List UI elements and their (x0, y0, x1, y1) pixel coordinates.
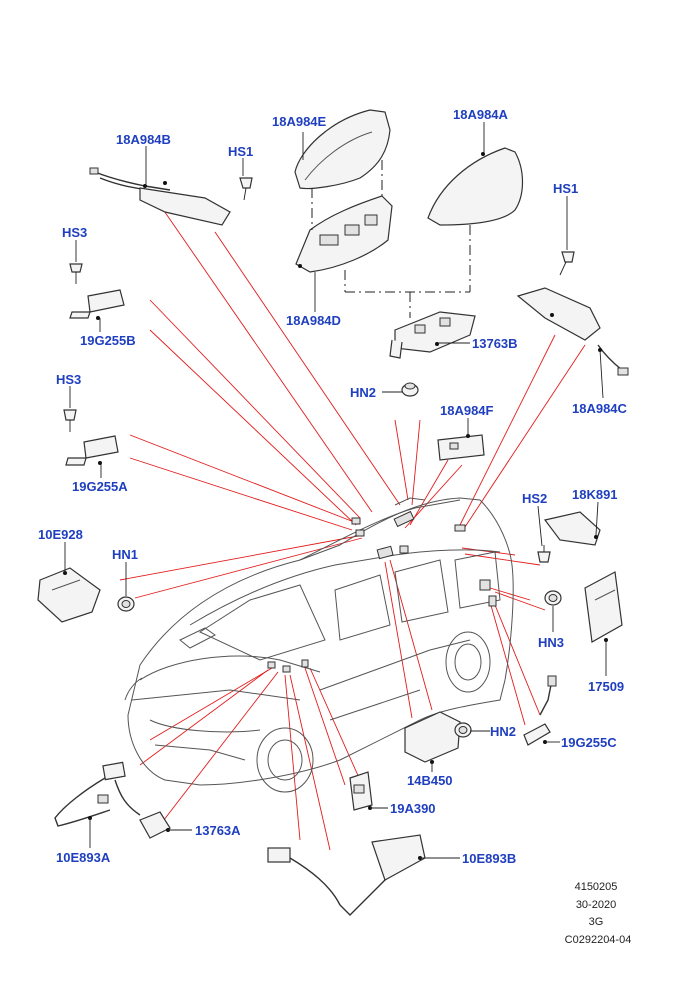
label-17509: 17509 (588, 679, 624, 694)
vehicle-outline (124, 497, 514, 793)
label-14B450: 14B450 (407, 773, 453, 788)
part-18A984C-harness (516, 287, 629, 376)
part-10E928-module (37, 567, 101, 623)
part-HS1-screw-right (559, 251, 575, 276)
label-HS1-left: HS1 (228, 144, 253, 159)
part-HS2-screw (537, 545, 551, 563)
part-18A984E-cover (294, 109, 391, 190)
part-18A984B-harness (89, 167, 231, 226)
part-HN2-nut-bottom (454, 722, 472, 738)
label-HN1: HN1 (112, 547, 138, 562)
part-18K891-bracket (543, 511, 601, 546)
part-19A390-switch (349, 771, 373, 811)
part-19G255A-module (65, 435, 119, 466)
part-HN3-nut (544, 590, 562, 606)
part-18A984F-connector (437, 434, 485, 461)
part-19G255C-sensor (523, 675, 557, 746)
label-18A984F: 18A984F (440, 403, 494, 418)
part-13763B-bracket (389, 311, 476, 359)
label-13763B: 13763B (472, 336, 518, 351)
part-17509-module (584, 571, 623, 643)
part-18A984A-fin (427, 147, 524, 226)
part-labels: 18A984B HS1 18A984E 18A984A HS1 HS3 19G2… (38, 107, 628, 866)
label-19A390: 19A390 (390, 801, 436, 816)
label-10E928: 10E928 (38, 527, 83, 542)
label-HS3-top: HS3 (62, 225, 87, 240)
part-10E893A-harness (54, 761, 141, 827)
part-HS3-screw-top (69, 263, 83, 284)
label-19G255C: 19G255C (561, 735, 617, 750)
label-19G255B: 19G255B (80, 333, 136, 348)
part-18A984D-base (295, 195, 393, 273)
part-19G255B-module (69, 289, 125, 320)
reference-line-1: 4150205 (575, 881, 618, 893)
label-13763A: 13763A (195, 823, 241, 838)
label-18K891: 18K891 (572, 487, 618, 502)
label-10E893B: 10E893B (462, 851, 516, 866)
label-HS2: HS2 (522, 491, 547, 506)
part-HS3-screw-mid (63, 409, 77, 432)
leader-lines (64, 122, 607, 859)
reference-line-4: C0292204-04 (565, 934, 632, 946)
callout-lines (119, 204, 586, 851)
assembly-guide-lines (311, 160, 471, 318)
label-HS1-right: HS1 (553, 181, 578, 196)
label-18A984C: 18A984C (572, 401, 628, 416)
part-HN1-nut (117, 596, 135, 612)
label-18A984D: 18A984D (286, 313, 341, 328)
reference-block: 4150205 30-2020 3G C0292204-04 (565, 881, 632, 946)
part-HS1-screw-left (239, 177, 253, 201)
reference-line-3: 3G (589, 916, 604, 928)
part-10E893B-harness (267, 834, 426, 916)
label-10E893A: 10E893A (56, 850, 111, 865)
reference-line-2: 30-2020 (576, 899, 616, 911)
label-18A984B: 18A984B (116, 132, 171, 147)
label-19G255A: 19G255A (72, 479, 128, 494)
roof-components (267, 510, 497, 673)
label-18A984E: 18A984E (272, 114, 327, 129)
label-18A984A: 18A984A (453, 107, 509, 122)
part-14B450-module (404, 711, 461, 764)
label-HN3: HN3 (538, 635, 564, 650)
label-HN2-top: HN2 (350, 385, 376, 400)
part-HN2-nut-top (401, 382, 419, 397)
label-HS3-mid: HS3 (56, 372, 81, 387)
label-HN2-bottom: HN2 (490, 724, 516, 739)
part-13763A-bracket (139, 811, 171, 839)
